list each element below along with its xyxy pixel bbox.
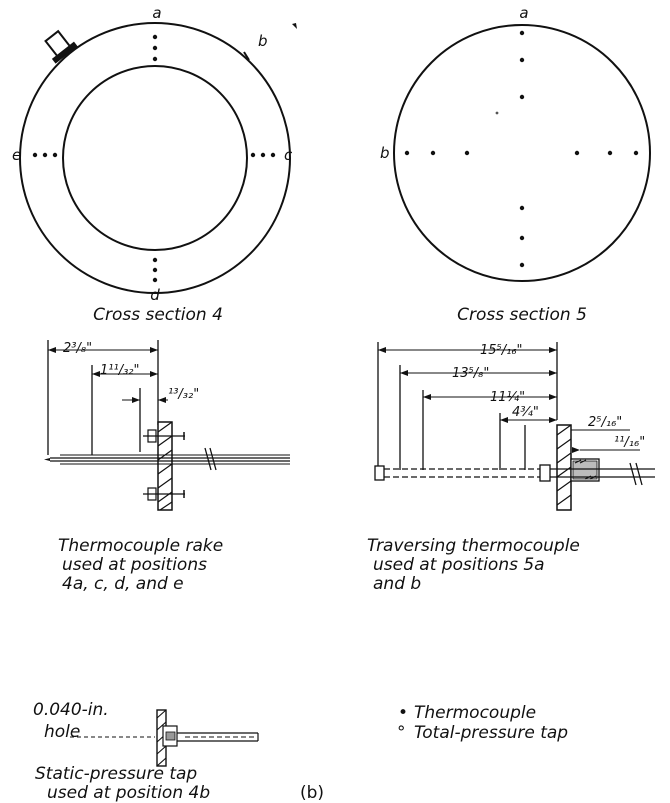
cs4-dots-d	[152, 257, 158, 283]
traverse-dim-2: 13⁵/₈"	[452, 366, 489, 381]
traverse-caption-line-1: Traversing thermocouple	[367, 536, 580, 556]
rake-caption-line-3: 4a, c, d, and e	[62, 574, 184, 594]
rake-caption-line-2: used at positions	[62, 555, 207, 575]
legend-symbol-total-pressure: °	[397, 723, 406, 743]
static-pressure-tap-drawing: 0.040-in. hole Static-pressure tap used …	[33, 700, 259, 803]
cs4-tap-tick-b	[243, 51, 250, 61]
tap-caption-line-2: used at position 4b	[47, 783, 210, 803]
cross-section-5: a b Cross section 5	[380, 4, 651, 325]
rake-dim-3: ¹³/₃₂"	[168, 387, 199, 402]
thermocouple-rake-drawing: 2³/₈" 1¹¹/₃₂" ¹³/₃₂" Thermocouple rake u…	[44, 340, 290, 594]
legend-label-thermocouple: Thermocouple	[414, 703, 536, 723]
cs4-outer-wall	[19, 22, 291, 294]
cs4-dots-c	[250, 152, 276, 158]
traverse-caption-line-2: used at positions 5a	[373, 555, 545, 575]
cs4-stray-mark	[292, 23, 297, 29]
traverse-dim-3: 11¼"	[490, 390, 525, 405]
traversing-thermocouple-drawing: 15⁵/₁₆" 13⁵/₈" 11¼" 4¾" 2⁵/₁₆" ¹¹/₁₆" Tr…	[367, 342, 655, 594]
cs4-probe-mount	[44, 29, 78, 64]
rake-dim-2: 1¹¹/₃₂"	[100, 363, 139, 378]
cs5-dots-horizontal	[404, 150, 639, 156]
cs4-label-b: b	[258, 32, 268, 50]
cs5-label-a: a	[519, 4, 528, 22]
cs4-caption: Cross section 4	[93, 305, 223, 325]
legend: • Thermocouple ° Total-pressure tap	[397, 703, 568, 743]
cs5-stray-dot	[495, 111, 499, 115]
tap-hole-label-1: 0.040-in.	[33, 700, 109, 720]
cs4-label-a: a	[152, 4, 161, 22]
tap-hole-label-2: hole	[44, 722, 80, 742]
figure-label: (b)	[300, 783, 324, 803]
cs4-label-c: c	[284, 146, 293, 164]
cs5-label-b: b	[380, 144, 390, 162]
cs4-inner-wall	[62, 65, 248, 251]
traverse-dim-1: 15⁵/₁₆"	[480, 343, 523, 358]
cs4-dots-e	[32, 152, 58, 158]
traverse-dim-5: 2⁵/₁₆"	[588, 415, 622, 430]
traverse-dim-4: 4¾"	[512, 405, 539, 420]
legend-symbol-thermocouple: •	[398, 703, 408, 723]
rake-caption-line-1: Thermocouple rake	[58, 536, 223, 556]
cs5-dots-vertical	[519, 30, 525, 268]
cross-section-4: a b c d e Cross section 4	[12, 4, 297, 325]
cs4-label-d: d	[150, 286, 160, 304]
cs5-wall	[393, 24, 651, 282]
cs4-label-e: e	[12, 146, 21, 164]
rake-dim-1: 2³/₈"	[63, 341, 92, 356]
cs5-caption: Cross section 5	[457, 305, 587, 325]
tap-caption-line-1: Static-pressure tap	[35, 764, 197, 784]
cs4-dots-a	[152, 34, 158, 62]
traverse-caption-line-3: and b	[373, 574, 421, 594]
legend-label-total-pressure: Total-pressure tap	[414, 723, 568, 743]
traverse-dim-6: ¹¹/₁₆"	[614, 435, 645, 450]
